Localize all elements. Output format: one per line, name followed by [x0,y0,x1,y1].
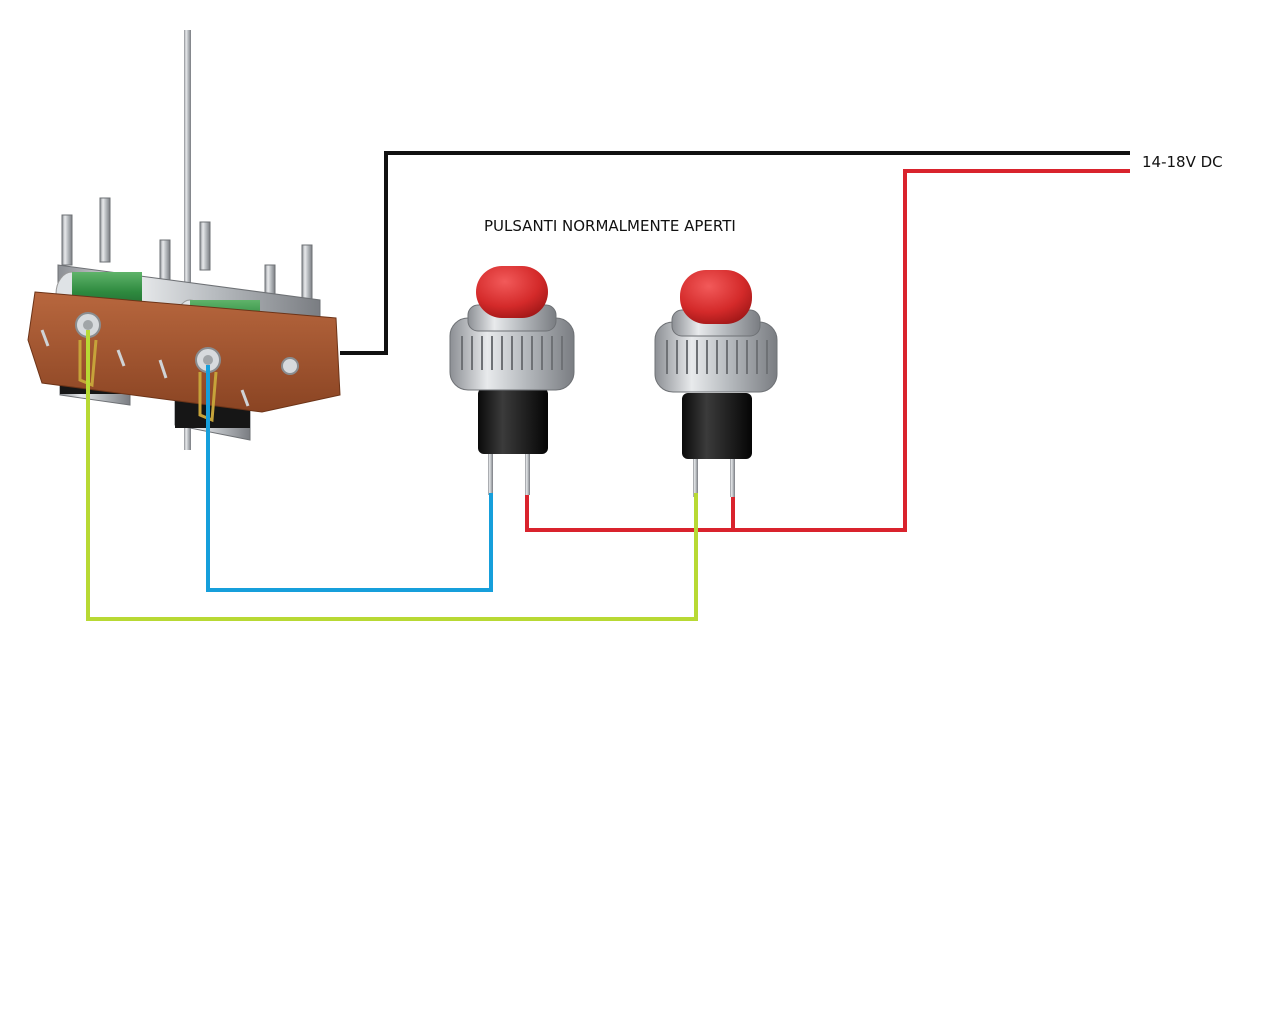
push-button-2 [654,270,778,497]
push-button-1 [449,266,575,495]
wire-coil-b-blue [206,365,493,592]
supply-voltage-label: 14-18V DC [1142,153,1223,171]
circuit-board [27,291,341,413]
board-contacts [40,329,250,407]
button-cap [476,266,548,318]
pin-right [730,455,735,497]
nut-knurling [461,336,563,370]
pin-right [525,450,530,495]
push-buttons-label: PULSANTI NORMALMENTE APERTI [484,217,736,235]
button-body [478,388,548,454]
wire-coil-a-green [86,330,698,621]
pin-left [693,455,698,497]
nut-knurling [666,340,768,374]
button-cap [680,270,752,324]
wire-common-black [340,151,1130,355]
point-motor [27,30,341,450]
pin-left [488,450,493,495]
actuator-rod [184,30,191,450]
button-body [682,393,752,459]
wire-positive-red [525,169,1130,532]
